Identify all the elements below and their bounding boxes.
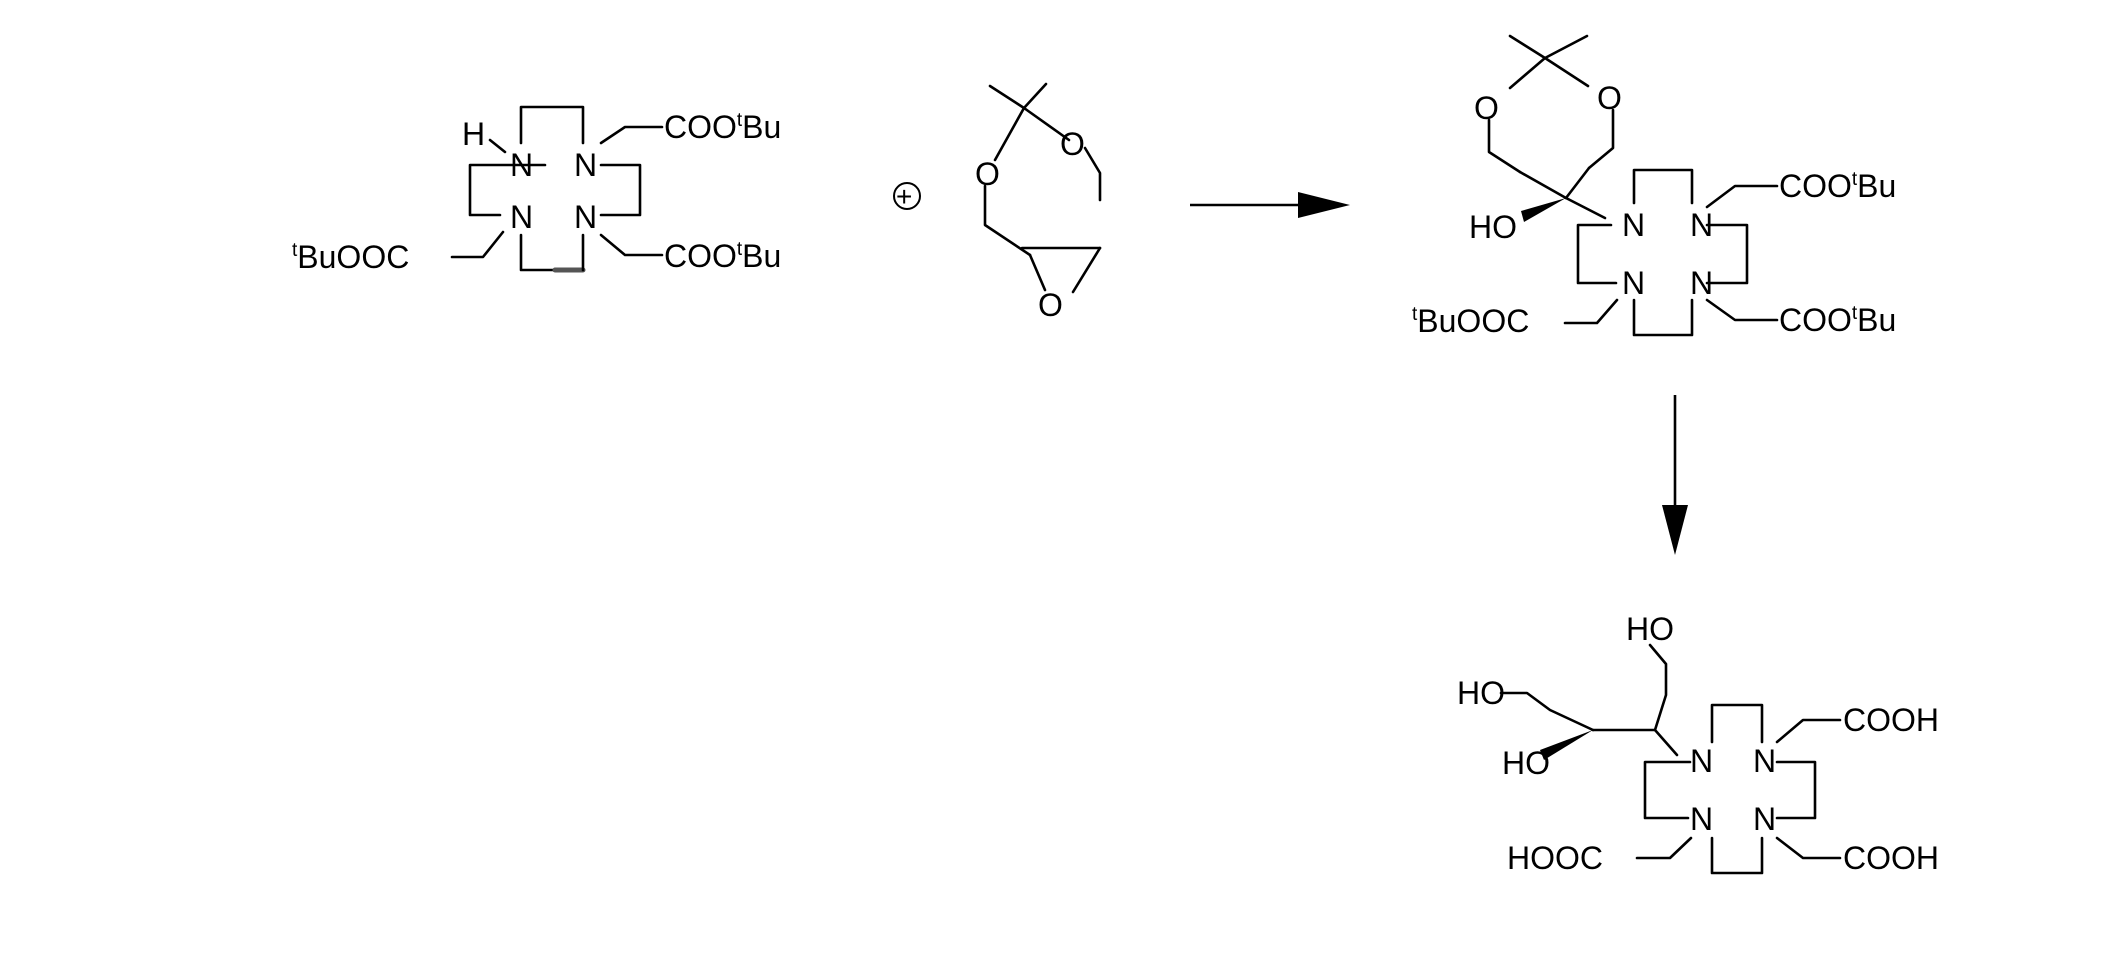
hydrogen-label: H (462, 116, 485, 152)
ester-label: tBuOOC (1412, 303, 1529, 339)
oxygen-label: O (975, 156, 1000, 192)
reactant-acetonide-epoxide: O O O (975, 84, 1100, 323)
nitrogen-label: N (510, 199, 533, 235)
oxygen-label: O (1038, 287, 1063, 323)
nitrogen-label: N (574, 147, 597, 183)
acid-label: COOH (1843, 840, 1939, 876)
reaction-arrow (1190, 192, 1350, 218)
nitrogen-label: N (1690, 265, 1713, 301)
reactant-cyclen-triester: H N N N N COOtBu COOtBu tBuOOC (292, 107, 781, 275)
ester-label: COOtBu (664, 238, 781, 274)
reactant-2-bonds (985, 84, 1100, 292)
oxygen-label: O (1060, 126, 1085, 162)
acid-label: HOOC (1507, 840, 1603, 876)
plus-sign: + (894, 181, 920, 212)
oxygen-label: O (1474, 90, 1499, 126)
nitrogen-label: N (574, 199, 597, 235)
product-cyclen-acid: HO HO HO N N N N COOH COOH HOOC (1457, 611, 1939, 876)
nitrogen-label: N (1690, 743, 1713, 779)
intermediate-protected-cyclen: O O HO N N N N COOtBu COOtBu tBuOOC (1412, 36, 1896, 339)
hydroxyl-label: HO (1502, 745, 1550, 781)
nitrogen-label: N (1622, 265, 1645, 301)
nitrogen-label: N (510, 147, 533, 183)
plus-label: + (896, 181, 912, 212)
acid-label: COOH (1843, 702, 1939, 738)
hydroxyl-label: HO (1469, 209, 1517, 245)
ester-label: tBuOOC (292, 239, 409, 275)
deprotection-arrow (1662, 395, 1688, 555)
hydroxyl-label: HO (1457, 675, 1505, 711)
nitrogen-label: N (1753, 801, 1776, 837)
nitrogen-label: N (1690, 801, 1713, 837)
oxygen-label: O (1597, 80, 1622, 116)
ester-label: COOtBu (664, 109, 781, 145)
nitrogen-label: N (1622, 207, 1645, 243)
ester-label: COOtBu (1779, 302, 1896, 338)
nitrogen-label: N (1690, 207, 1713, 243)
ester-label: COOtBu (1779, 168, 1896, 204)
nitrogen-label: N (1753, 743, 1776, 779)
product-bonds (1501, 645, 1840, 873)
hydroxyl-label: HO (1626, 611, 1674, 647)
